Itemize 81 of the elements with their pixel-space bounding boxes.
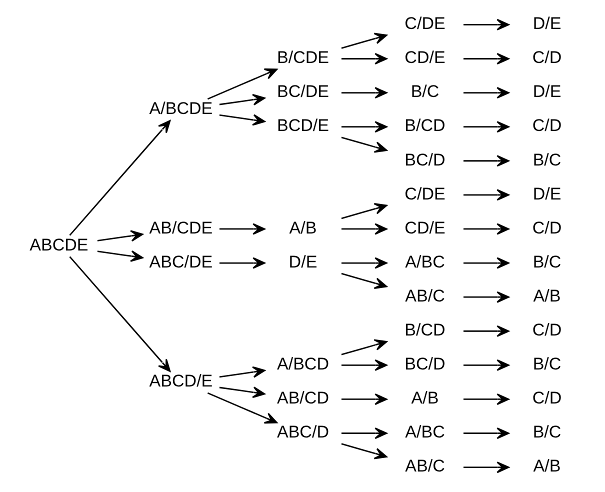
arrow	[218, 366, 265, 378]
arrow	[340, 136, 387, 153]
arrow	[206, 392, 277, 424]
arrow	[462, 291, 509, 303]
node-text: ABC/DE	[148, 252, 212, 272]
node-text: CD/E	[404, 48, 445, 68]
node-text: B/CDE	[276, 48, 329, 68]
node-text: BC/DE	[276, 82, 329, 102]
arrow	[462, 52, 509, 65]
node-text: C/D	[532, 388, 562, 408]
node-text: ABC/D	[276, 422, 329, 442]
arrow	[462, 155, 509, 167]
node-text: C/D	[532, 218, 562, 238]
node-text: B/C	[532, 354, 561, 374]
node-text: B/CD	[404, 116, 445, 136]
node-text: B/C	[532, 150, 561, 170]
node-text: CD/E	[404, 218, 445, 238]
arrow	[96, 230, 143, 242]
node-text: ABCD/E	[148, 372, 212, 391]
arrow	[462, 121, 509, 133]
arrow	[340, 32, 387, 49]
arrow	[68, 120, 170, 236]
arrow	[340, 443, 387, 460]
arrow	[218, 386, 265, 398]
node-text: D/E	[532, 82, 561, 102]
arrow	[218, 114, 265, 126]
arrow	[96, 250, 143, 262]
arrow	[340, 427, 387, 440]
arrow	[340, 203, 387, 220]
node-text: B/C	[410, 82, 439, 102]
arrow	[218, 94, 265, 106]
node-text: C/D	[532, 116, 562, 136]
node-text: A/BCD	[276, 354, 329, 374]
node-text: B/CD	[404, 320, 445, 340]
node-text: A/BC	[404, 252, 444, 272]
node-text: AB/CD	[276, 388, 329, 408]
node-text: BC/D	[404, 354, 445, 374]
arrow	[68, 256, 170, 372]
node-text: C/DE	[404, 184, 445, 204]
arrow	[218, 257, 265, 269]
node-text: BCD/E	[276, 116, 329, 136]
node-text: D/E	[532, 184, 561, 204]
arrow	[340, 359, 387, 371]
arrow	[462, 18, 509, 30]
arrow	[206, 68, 277, 100]
node-text: BC/D	[404, 150, 445, 170]
node-text: A/B	[532, 456, 560, 476]
arrow	[340, 257, 387, 269]
arrow	[340, 86, 387, 99]
arrow	[462, 462, 509, 474]
arrow	[340, 121, 387, 133]
arrow	[340, 393, 387, 406]
node-text: B/C	[532, 252, 561, 272]
arrow	[340, 52, 387, 65]
arrow	[340, 223, 387, 235]
node-text: D/E	[288, 252, 317, 272]
node-text: A/BCDE	[148, 99, 212, 118]
arrow	[462, 393, 509, 406]
node-text: A/B	[410, 388, 438, 408]
node-text: AB/C	[404, 286, 444, 306]
node-text: C/D	[532, 48, 562, 68]
node-text: B/C	[532, 422, 561, 442]
arrow	[462, 427, 509, 440]
arrow	[462, 223, 509, 235]
arrow	[462, 257, 509, 269]
node-text: ABCDE	[29, 235, 88, 254]
arrow	[462, 86, 509, 99]
node-text: A/B	[288, 218, 316, 238]
arrow	[462, 359, 509, 371]
arrow	[462, 189, 509, 201]
arrow	[340, 272, 387, 289]
arrow	[340, 339, 387, 356]
node-text: AB/CDE	[148, 218, 212, 238]
arrow	[462, 325, 509, 337]
node-text: D/E	[532, 14, 561, 34]
node-text: C/D	[532, 320, 562, 340]
node-text: AB/C	[404, 456, 444, 476]
node-text: C/DE	[404, 14, 445, 34]
arrow	[218, 223, 265, 235]
node-text: A/B	[532, 286, 560, 306]
node-text: A/BC	[404, 422, 444, 442]
